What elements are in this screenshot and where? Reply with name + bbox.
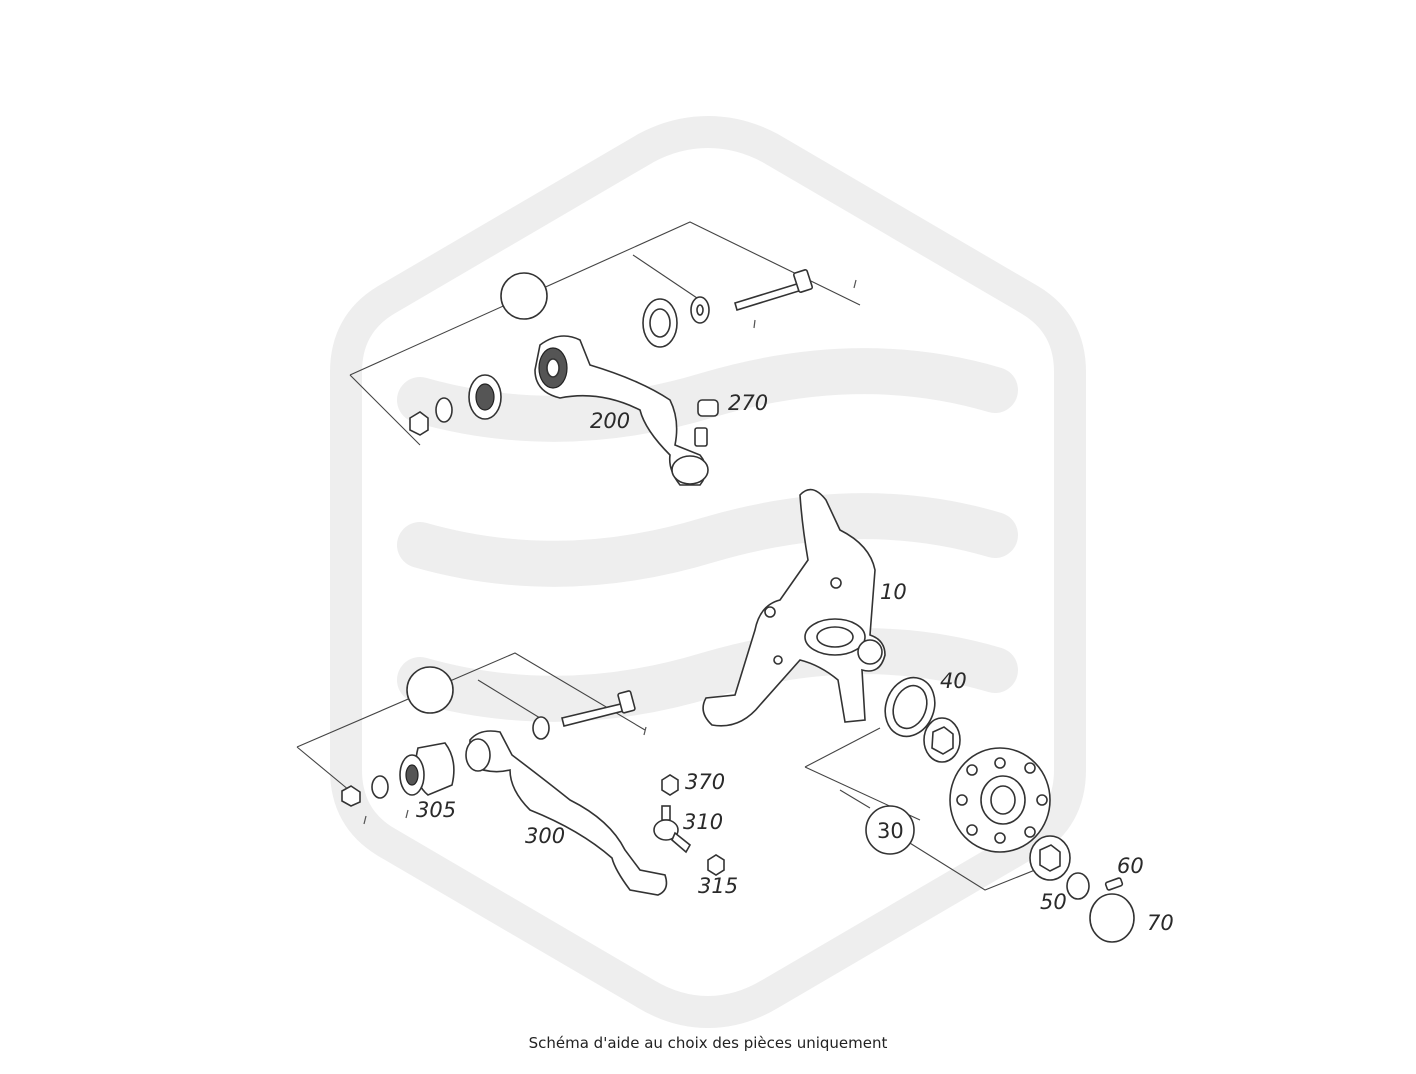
ref-circle-30: [865, 805, 915, 855]
ref-circle-lower: [406, 666, 454, 714]
nut-50: [1066, 872, 1090, 900]
steering-knuckle-10: [702, 488, 886, 727]
label-300: 300: [525, 824, 565, 848]
label-70: 70: [1147, 911, 1174, 935]
label-10: 10: [880, 580, 907, 604]
label-370: 370: [685, 770, 725, 794]
screw-60: [1104, 877, 1124, 891]
label-60: 60: [1117, 854, 1144, 878]
part-labels: 10 30 40 50 60 70 200 270 300 305 310 31…: [416, 391, 1174, 935]
watermark-logo: [330, 115, 1086, 1029]
control-arm-200: [534, 335, 709, 486]
label-315: 315: [698, 874, 738, 898]
upper-arm-assembly: [349, 221, 861, 486]
ref-circle-upper: [500, 272, 548, 320]
label-305: 305: [416, 798, 456, 822]
diagram-caption: Schéma d'aide au choix des pièces unique…: [528, 1034, 888, 1052]
ball-joint-310: [653, 805, 692, 854]
label-310: 310: [683, 810, 723, 834]
nut-370: [661, 774, 679, 796]
label-40: 40: [940, 669, 967, 693]
lower-arm-assembly: [296, 652, 725, 896]
label-30: 30: [877, 819, 904, 843]
upper-bolt: [734, 269, 814, 312]
cap-70: [1089, 893, 1135, 943]
label-270: 270: [728, 391, 768, 415]
label-200: 200: [590, 409, 630, 433]
hub-assembly: [804, 676, 1135, 943]
bushing-305: [399, 742, 455, 796]
nut-315: [707, 854, 725, 876]
nut-270: [697, 399, 719, 417]
control-arm-300: [465, 730, 668, 896]
wheel-hub: [949, 747, 1051, 853]
label-50: 50: [1040, 890, 1067, 914]
